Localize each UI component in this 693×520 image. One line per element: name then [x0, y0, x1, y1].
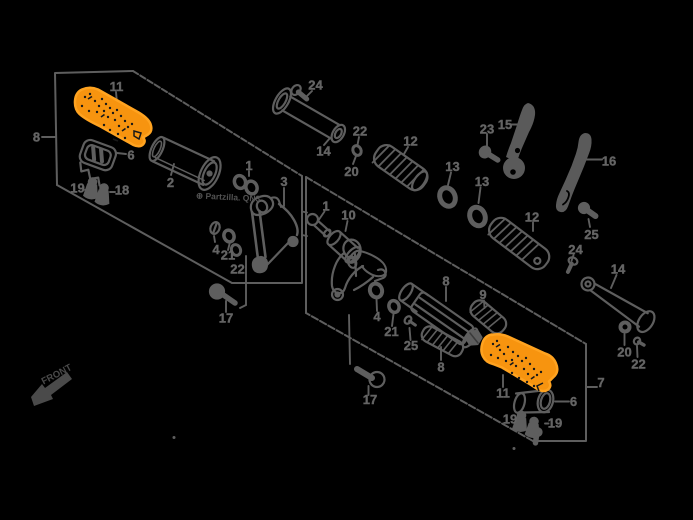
- svg-text:3: 3: [280, 174, 287, 189]
- svg-text:16: 16: [602, 154, 616, 169]
- svg-text:4: 4: [373, 309, 381, 324]
- svg-text:8: 8: [442, 274, 449, 289]
- svg-text:19: 19: [548, 416, 562, 431]
- svg-text:1: 1: [322, 199, 329, 214]
- svg-text:22: 22: [230, 262, 244, 277]
- svg-text:25: 25: [404, 338, 418, 353]
- svg-text:14: 14: [316, 144, 331, 159]
- svg-text:21: 21: [221, 248, 235, 263]
- svg-text:11: 11: [110, 79, 124, 94]
- svg-text:17: 17: [363, 392, 377, 407]
- svg-text:6: 6: [570, 394, 577, 409]
- svg-text:17: 17: [219, 311, 233, 326]
- svg-text:11: 11: [496, 386, 510, 401]
- svg-text:12: 12: [525, 210, 539, 225]
- svg-text:21: 21: [384, 324, 398, 339]
- svg-text:24: 24: [308, 78, 323, 93]
- svg-text:9: 9: [479, 287, 486, 302]
- svg-text:14: 14: [611, 262, 626, 277]
- svg-text:24: 24: [568, 242, 583, 257]
- svg-text:10: 10: [341, 208, 355, 223]
- svg-text:8: 8: [33, 130, 40, 145]
- svg-text:15: 15: [498, 117, 512, 132]
- svg-text:18: 18: [115, 183, 129, 198]
- svg-text:19: 19: [503, 412, 517, 427]
- svg-text:⊕ Partzilla. QN3: ⊕ Partzilla. QN3: [196, 190, 261, 203]
- svg-text:22: 22: [631, 357, 645, 372]
- svg-text:25: 25: [584, 227, 598, 242]
- svg-text:7: 7: [597, 375, 604, 390]
- svg-text:8: 8: [437, 360, 444, 375]
- svg-text:13: 13: [475, 174, 489, 189]
- svg-text:22: 22: [353, 124, 367, 139]
- svg-text:23: 23: [480, 122, 494, 137]
- svg-text:19: 19: [70, 181, 84, 196]
- svg-text:2: 2: [167, 175, 174, 190]
- svg-text:1: 1: [245, 158, 252, 173]
- svg-text:13: 13: [445, 159, 459, 174]
- svg-text:20: 20: [617, 345, 631, 360]
- svg-text:12: 12: [403, 134, 417, 149]
- svg-text:6: 6: [127, 148, 134, 163]
- svg-text:20: 20: [344, 164, 358, 179]
- svg-text:4: 4: [212, 242, 220, 257]
